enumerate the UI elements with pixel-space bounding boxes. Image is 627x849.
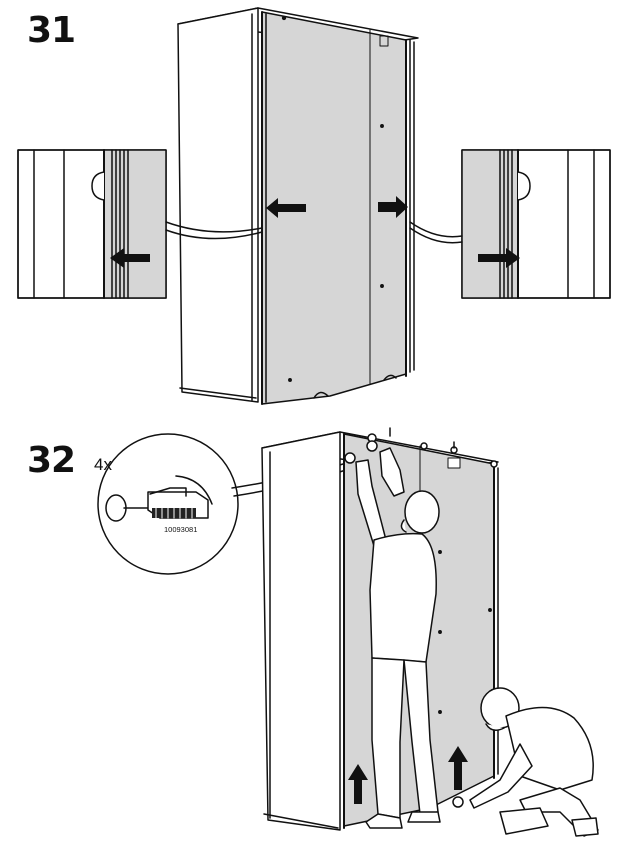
- step-31-left-detail: [17, 149, 263, 299]
- step-number-32: 32: [27, 440, 76, 481]
- crouching-person: [452, 687, 599, 837]
- step-number-31: 31: [27, 10, 76, 51]
- standing-person: [344, 440, 441, 829]
- quantity-label: 4x: [94, 455, 112, 474]
- step-31-wardrobe: [177, 7, 419, 405]
- step-31-right-detail: [409, 149, 611, 299]
- part-number-label: 10093081: [164, 525, 197, 534]
- step-32-detail-circle: 4x 10093081: [94, 433, 353, 575]
